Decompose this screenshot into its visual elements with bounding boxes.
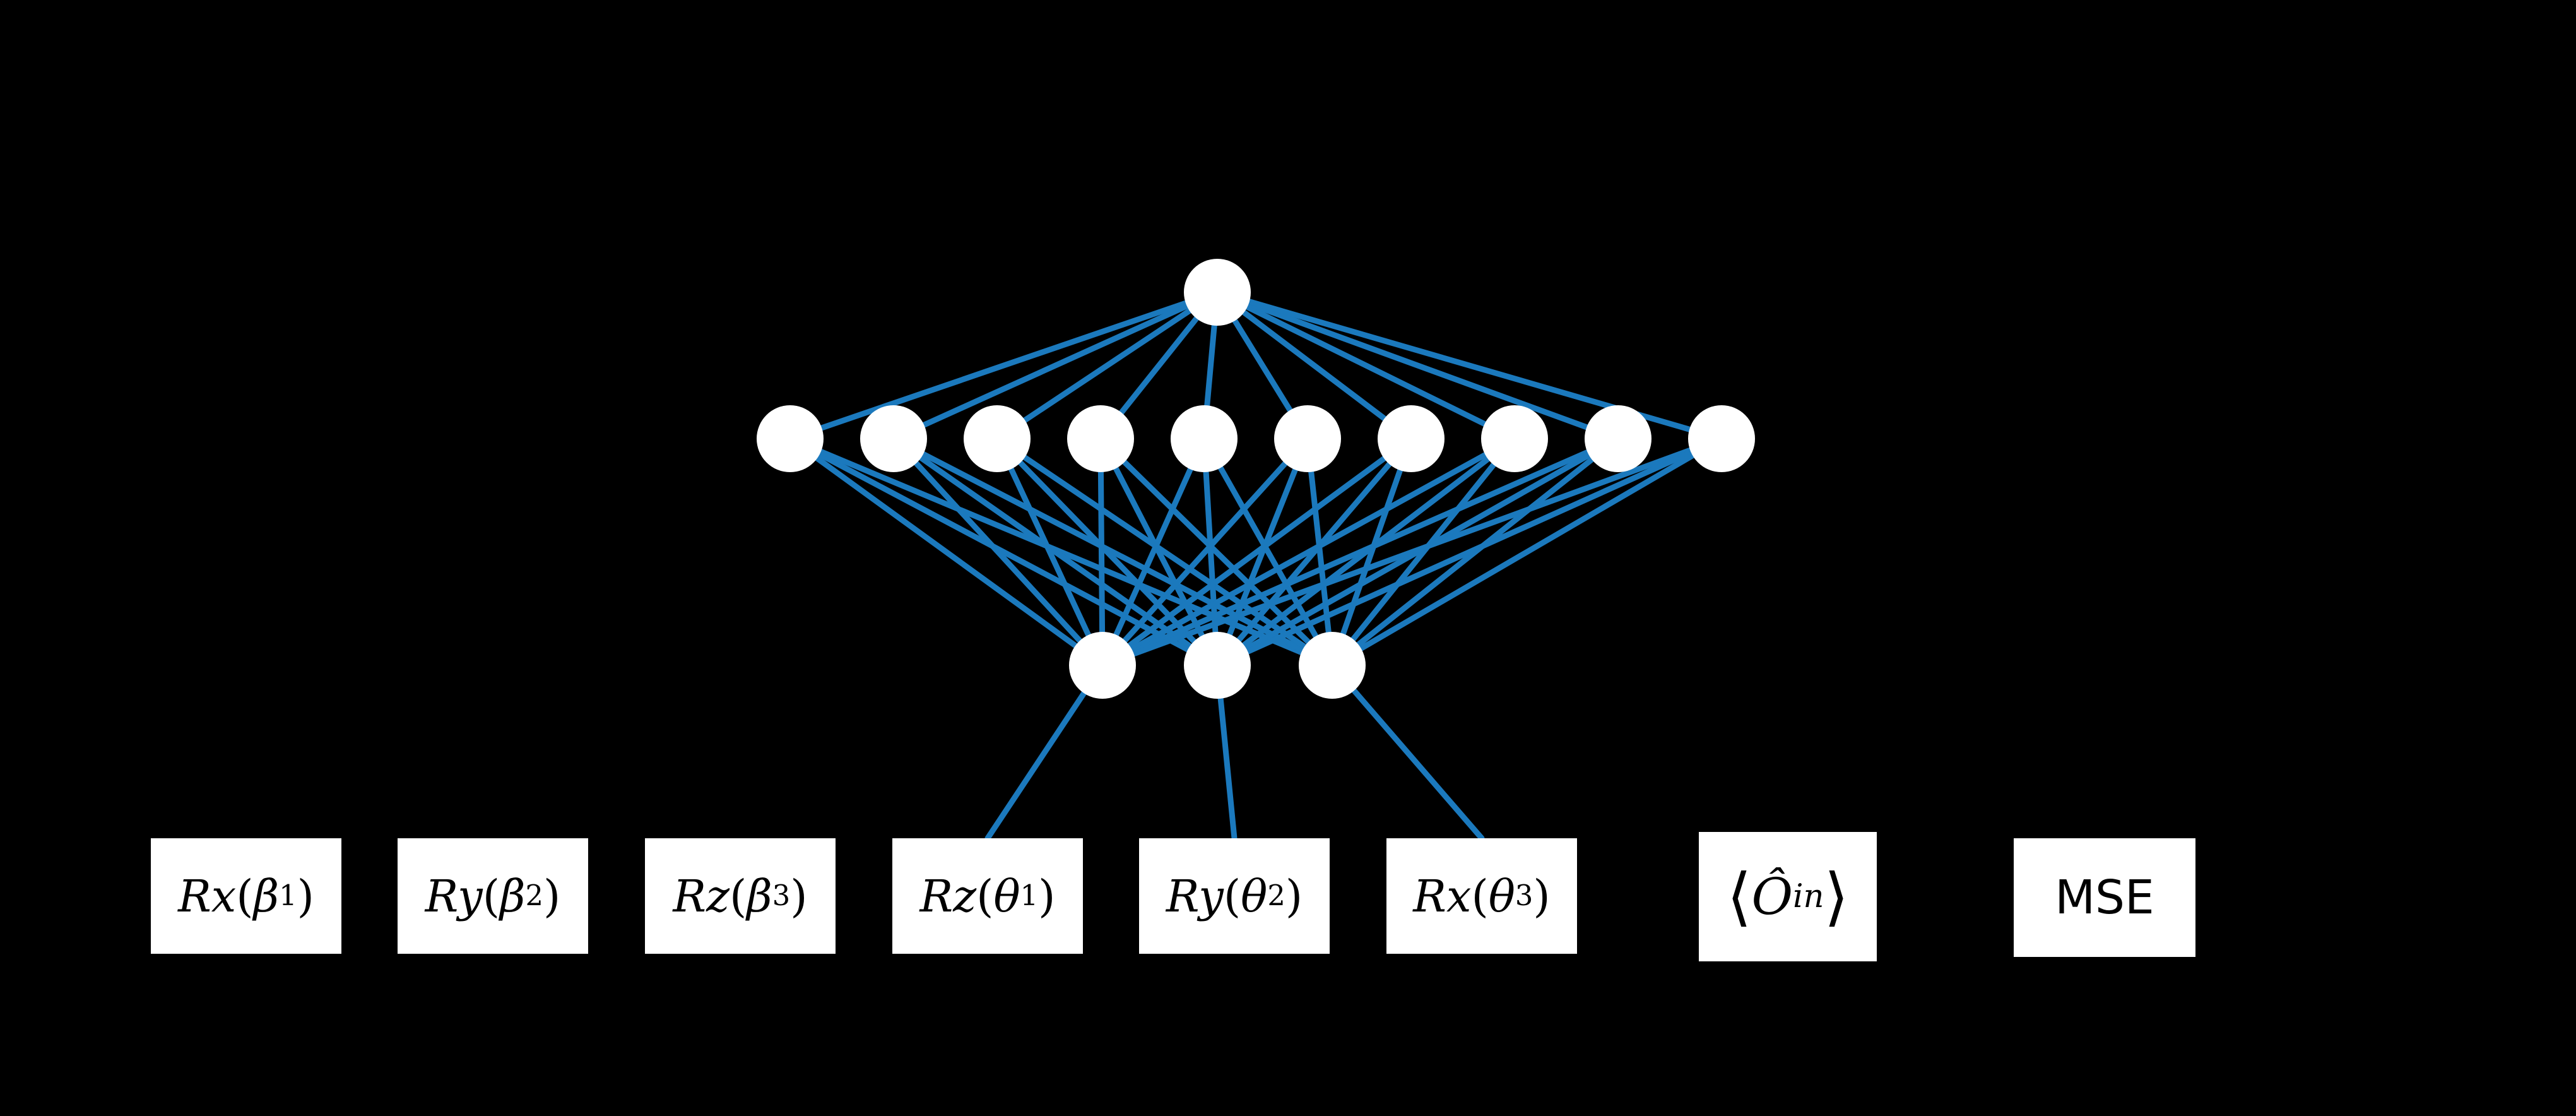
edge-hidden-output [1201,436,1220,668]
box-label-part: ( [482,870,500,922]
edge-hidden-output [1099,436,1207,668]
node-hidden [860,405,927,472]
box-label-part: β [747,870,772,922]
node-hidden [1585,405,1651,472]
edge-output-gate [984,662,1106,841]
box-label-part: Rx [1413,870,1472,922]
edge-hidden-output [890,436,1220,668]
edge-hidden-output [787,436,1220,668]
edge-hidden-output [994,436,1106,668]
box-label-part: 2 [1267,879,1285,913]
box-label-part: 3 [772,879,791,913]
node-hidden [1481,405,1548,472]
edge-top-hidden [890,289,1220,442]
box-label-part: 2 [525,879,543,913]
edge-hidden-output [890,436,1106,668]
edge-top-hidden [1214,289,1621,442]
box-label-part: ⟩ [1824,859,1849,934]
box-label-part: Rz [919,870,977,922]
node-hidden [1274,405,1341,472]
edge-top-hidden [787,289,1220,442]
box-label-part: 1 [279,879,297,913]
box-label-part: Ô [1751,867,1793,926]
edge-hidden-output [1201,436,1335,668]
node-hidden [1378,405,1445,472]
box-label-part: ) [297,870,314,922]
box-label-part: ) [1533,870,1551,922]
box-label-part: θ [1241,870,1268,922]
edge-hidden-output [1099,436,1725,668]
edge-hidden-output [1099,436,1311,668]
node-hidden [757,405,824,472]
box-label-part: in [1793,877,1824,915]
box-label-part: β [500,870,526,922]
edge-hidden-output [787,436,1106,668]
edge-hidden-output [1214,436,1311,668]
box-label-part: ) [790,870,808,922]
box-label-part: Ry [1166,870,1224,922]
edge-hidden-output [787,436,1335,668]
box-label-part: Ry [425,870,483,922]
edge-hidden-output [1097,436,1106,668]
box-label-part: ( [236,870,254,922]
edge-hidden-output [1329,436,1414,668]
box-label-part: ) [1038,870,1056,922]
box-label-part: ( [1471,870,1489,922]
node-hidden [1171,405,1238,472]
edge-output-gate [1329,662,1485,841]
box-label-part: θ [1488,870,1515,922]
node-output [1299,632,1366,699]
box-label-part: ( [1223,870,1241,922]
box-label-part: Rz [673,870,730,922]
box-label-part: β [253,870,280,922]
edge-hidden-output [994,436,1220,668]
box-label-part: ⟨ [1727,859,1752,934]
edge-hidden-output [1099,436,1414,668]
edge-top-hidden [1214,289,1414,442]
box-label-part: ( [729,870,747,922]
edge-hidden-output [1329,436,1725,668]
edge-hidden-output [1099,436,1621,668]
box-label-part: ) [543,870,561,922]
node-hidden [1067,405,1134,472]
node-hidden [1688,405,1755,472]
node-output [1069,632,1136,699]
box-label-part: θ [993,870,1020,922]
node-top [1184,259,1251,326]
box-label-part: 3 [1515,879,1533,913]
box-mse: MSE [2014,838,2195,957]
box-label-part: MSE [2055,870,2154,925]
edge-hidden-output [1099,436,1518,668]
node-output [1184,632,1251,699]
edge-top-hidden [994,289,1220,442]
box-label-part: ( [976,870,994,922]
box-label-part: 1 [1020,879,1039,913]
edge-hidden-output [890,436,1335,668]
box-label-part: Rx [178,870,237,922]
edge-hidden-output [994,436,1335,668]
edge-hidden-output [1097,436,1335,668]
edge-top-hidden [1214,289,1518,442]
box-label-part: ) [1285,870,1303,922]
edge-hidden-output [1304,436,1335,668]
edge-hidden-output [1214,436,1725,668]
node-hidden [964,405,1031,472]
